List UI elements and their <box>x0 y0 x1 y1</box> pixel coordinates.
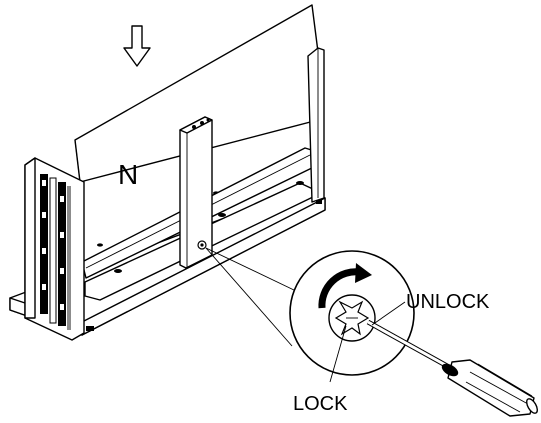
left-side-panel <box>24 157 85 341</box>
lock-leader <box>329 325 347 383</box>
down-arrow-icon <box>123 25 151 67</box>
cam-lock-callout <box>289 250 415 376</box>
screwdriver-icon <box>366 319 538 417</box>
corner-fittings <box>86 200 322 331</box>
lock-label: LOCK <box>293 393 348 415</box>
unlock-leader <box>371 301 406 326</box>
panel-label: N <box>118 159 138 190</box>
right-post <box>307 47 325 203</box>
center-divider <box>179 116 213 269</box>
unlock-label: UNLOCK <box>406 291 490 313</box>
clockwise-arrow-icon <box>318 263 372 309</box>
callout-leader-lines <box>205 247 297 347</box>
